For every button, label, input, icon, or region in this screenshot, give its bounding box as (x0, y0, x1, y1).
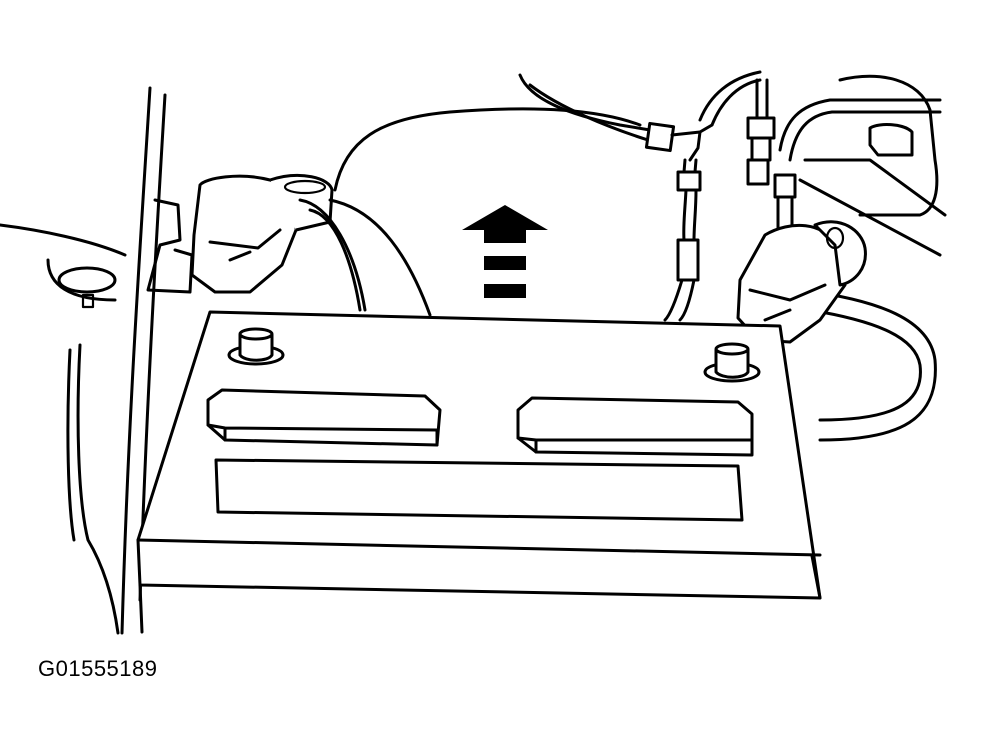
front-direction-arrow-icon (462, 205, 548, 298)
upper-wiring (518, 70, 762, 322)
figure-id-label: G01555189 (38, 656, 158, 681)
positive-terminal-clamp (736, 220, 867, 344)
right-terminal-post (703, 342, 761, 383)
left-cables (298, 107, 642, 317)
negative-terminal-clamp (190, 173, 334, 294)
left-cell-cap (206, 388, 442, 447)
air-duct (798, 74, 947, 442)
latch-oval (57, 266, 117, 309)
left-terminal-post (227, 327, 285, 366)
right-connectors (746, 78, 942, 237)
right-cell-cap (516, 396, 754, 457)
battery-label-area (214, 458, 744, 522)
battery (136, 310, 822, 634)
